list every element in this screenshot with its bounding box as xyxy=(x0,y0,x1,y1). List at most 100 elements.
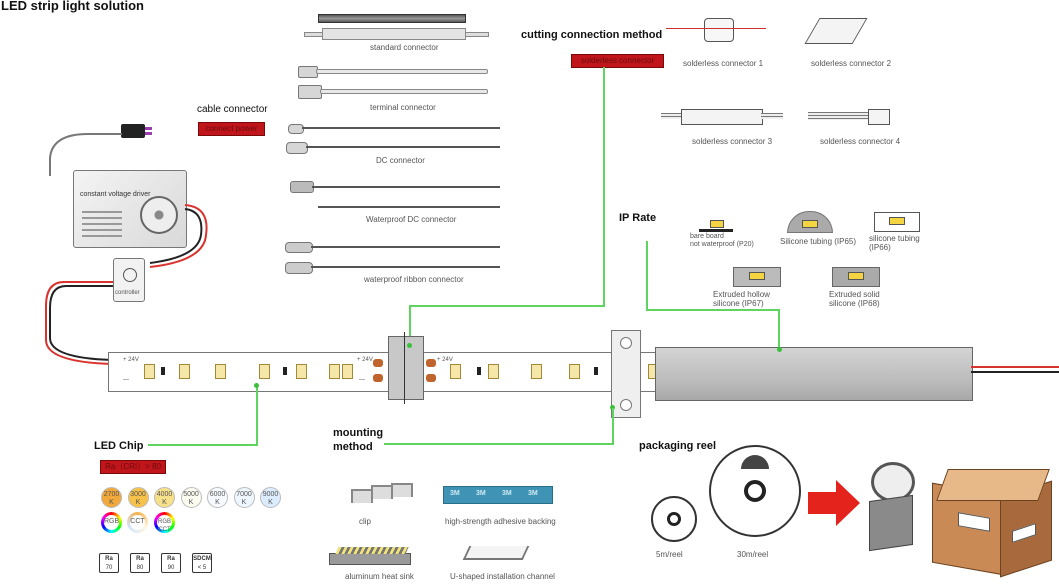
guide-line-mount xyxy=(612,408,614,444)
guide-line-cutting-v2 xyxy=(409,305,411,345)
cct-value: 4000 xyxy=(156,491,173,498)
guide-line-ip xyxy=(646,241,648,311)
solderless-connector-3-label: solderless connector 3 xyxy=(692,137,773,146)
extruded-hollow-ip67-icon xyxy=(733,267,781,287)
clip-icon xyxy=(351,483,413,505)
cct-unit: K xyxy=(135,499,141,506)
led-chip xyxy=(488,364,499,379)
led-chip xyxy=(296,364,307,379)
strip-plus24v-label-3: + 24V xyxy=(437,357,453,363)
cct-unit: K xyxy=(188,499,194,506)
strip-mounting-clip xyxy=(611,330,641,418)
large-reel-icon xyxy=(709,445,801,537)
mounting-pointer-dot xyxy=(610,405,615,410)
reel-holder-icon xyxy=(867,462,919,552)
solder-pad xyxy=(426,374,436,382)
ra-value: < 5 xyxy=(197,565,207,571)
cutting-connection-heading: cutting connection method xyxy=(521,29,663,41)
led-chip xyxy=(531,364,542,379)
cct-label: CCT xyxy=(130,518,145,525)
led-chip xyxy=(569,364,580,379)
mounting-method-heading-line1: mounting xyxy=(333,427,384,439)
page-title: LED strip light solution xyxy=(1,0,144,13)
extruded-solid-ip68-icon xyxy=(832,267,880,287)
constant-voltage-driver: constant voltage driver xyxy=(73,170,187,248)
resistor xyxy=(161,367,165,375)
solderless-connector-2-label: solderless connector 2 xyxy=(811,59,892,68)
controller-wires xyxy=(45,281,113,365)
cct-unit: K xyxy=(162,499,167,506)
tape-text: 3M xyxy=(502,490,512,497)
led-chip-heading: LED Chip xyxy=(94,440,144,452)
tape-text: 3M xyxy=(450,490,460,497)
resistor xyxy=(477,367,481,375)
cct-value: 5000 xyxy=(183,491,199,498)
ip-extruded-hollow-label-1: Extruded hollow xyxy=(713,290,770,299)
silicone-tubing-ip66-icon xyxy=(874,212,920,232)
driver-label: constant voltage driver xyxy=(80,191,151,198)
controller-knob-icon xyxy=(123,268,137,282)
controller-label: controller xyxy=(115,290,140,296)
ip-silicone-tubing-ip66-label-2: (IP66) xyxy=(869,243,891,252)
solderless-connector-1-label: solderless connector 1 xyxy=(683,59,764,68)
resistor xyxy=(594,367,598,375)
ra-badge: Ra 70 xyxy=(99,553,119,573)
guide-line-chip xyxy=(256,386,258,446)
rgb-cct-label: RGB CCT xyxy=(157,519,171,533)
cct-value: 7000 xyxy=(236,491,252,498)
ra-title: Ra xyxy=(105,556,113,562)
resistor xyxy=(283,367,287,375)
tape-text: 3M xyxy=(528,490,538,497)
solder-pad xyxy=(373,359,383,367)
adhesive-backing-icon: 3M 3M 3M 3M xyxy=(443,486,553,504)
solder-pad xyxy=(426,359,436,367)
led-chip xyxy=(259,364,270,379)
adhesive-backing-label: high-strength adhesive backing xyxy=(445,517,556,526)
led-chip xyxy=(329,364,340,379)
strip-plus24v-label-2: + 24V xyxy=(357,357,373,363)
dc-connector-label: DC connector xyxy=(376,156,425,165)
guide-line-mount-h xyxy=(384,443,614,445)
cct-value: 2700 xyxy=(103,491,120,498)
solderless-connector-2-icon xyxy=(804,8,868,52)
cct-unit: K xyxy=(268,499,273,506)
clip-label: clip xyxy=(359,517,372,526)
u-channel-icon xyxy=(462,540,536,564)
waterproof-dc-connector-label: Waterproof DC connector xyxy=(366,215,457,224)
output-wire-red xyxy=(971,366,1059,368)
ra-value: 70 xyxy=(105,565,113,571)
solderless-connector-4-icon xyxy=(808,107,890,127)
solderless-connector-3-icon xyxy=(661,107,785,127)
arrow-right-icon xyxy=(808,480,860,526)
cable-connector-heading: cable connector xyxy=(197,104,268,115)
waterproof-ribbon-connector-label: waterproof ribbon connector xyxy=(364,275,464,284)
reel-5m-label: 5m/reel xyxy=(656,550,683,559)
rgb-cct-circle: RGB CCT xyxy=(154,512,175,533)
led-chip xyxy=(342,364,353,379)
cutting-pointer-dot xyxy=(407,343,412,348)
strip-plus24v-label-1: + 24V xyxy=(123,357,139,363)
guide-line-chip-h xyxy=(148,444,258,446)
controller-box: controller xyxy=(113,258,145,302)
solderless-connector-tag: solderless connector xyxy=(571,54,664,68)
ip-silicone-tubing-ip66-label-1: silicone tubing xyxy=(869,234,920,243)
rgb-label: RGB xyxy=(104,518,120,525)
ra-badge: SDCM< 5 xyxy=(192,553,212,573)
ip-extruded-hollow-label-2: silicone (IP67) xyxy=(713,299,764,308)
cct-value: 9000 xyxy=(262,491,279,498)
cct-value: 3000 xyxy=(130,491,146,498)
driver-output-wires xyxy=(149,204,208,268)
carton-box-icon xyxy=(922,455,1056,579)
power-plug-icon xyxy=(121,124,152,138)
silicone-tubing-ip65-icon xyxy=(787,211,833,233)
terminal-connector-label: terminal connector xyxy=(370,103,436,112)
aluminum-heat-sink-icon xyxy=(329,543,415,565)
strip-cutting-line xyxy=(404,332,405,404)
chip-pointer-dot xyxy=(254,383,259,388)
solder-pad xyxy=(373,374,383,382)
